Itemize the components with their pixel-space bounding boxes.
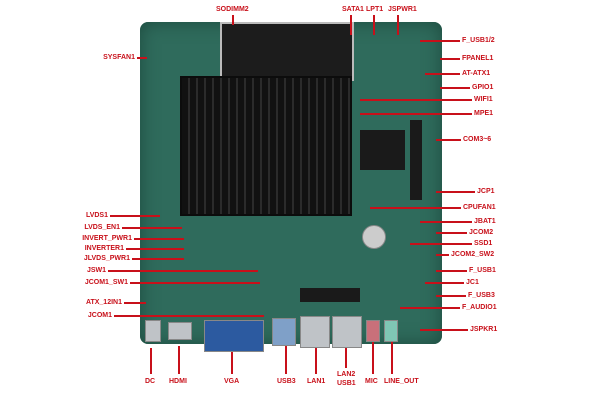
- leader-line: [350, 15, 352, 35]
- leader-line: [360, 99, 472, 101]
- leader-line: [397, 15, 399, 35]
- label-f-usb1-2: F_USB1/2: [462, 37, 495, 44]
- label-sysfan1: SYSFAN1: [103, 54, 135, 61]
- label-ssd1: SSD1: [474, 240, 493, 247]
- label-f-usb1: F_USB1: [469, 267, 496, 274]
- leader-line: [108, 270, 258, 272]
- leader-line: [345, 348, 347, 368]
- heatsink: [180, 76, 352, 216]
- ic-chips: [300, 288, 360, 302]
- label-mpe1: MPE1: [474, 110, 494, 117]
- leader-line: [436, 232, 467, 234]
- mic-jack: [366, 320, 380, 342]
- lan1-port: [300, 316, 330, 348]
- leader-line: [370, 207, 461, 209]
- line-out-jack: [384, 320, 398, 342]
- label-fpanel1: FPANEL1: [462, 55, 494, 62]
- label-lpt1: LPT1: [366, 6, 384, 13]
- label-jlvds-pwr1: JLVDS_PWR1: [83, 255, 130, 262]
- label-lan1: LAN1: [307, 378, 326, 385]
- leader-line: [232, 15, 234, 25]
- leader-line: [122, 227, 182, 229]
- label-lan2: LAN2: [337, 371, 356, 378]
- label-vga: VGA: [224, 378, 240, 385]
- leader-line: [130, 282, 260, 284]
- label-jcom2-sw2: JCOM2_SW2: [451, 251, 495, 258]
- leader-line: [114, 315, 264, 317]
- label-com3-6: COM3~6: [463, 136, 492, 143]
- label-jsw1: JSW1: [86, 267, 106, 274]
- cmos-battery: [362, 225, 386, 249]
- leader-line: [400, 307, 460, 309]
- leader-line: [126, 248, 184, 250]
- leader-line: [410, 243, 472, 245]
- label-jcom2: JCOM2: [469, 229, 494, 236]
- leader-line: [231, 352, 233, 374]
- label-jspwr1: JSPWR1: [388, 6, 417, 13]
- label-jspkr1: JSPKR1: [470, 326, 498, 333]
- usb3-port: [272, 318, 296, 346]
- label-f-audio1: F_AUDIO1: [462, 304, 497, 311]
- label-sodimm2: SODIMM2: [216, 6, 249, 13]
- label-cpufan1: CPUFAN1: [463, 204, 496, 211]
- label-usb3: USB3: [277, 378, 296, 385]
- label-dc: DC: [145, 378, 156, 385]
- leader-line: [436, 295, 466, 297]
- lan2-usb1-port: [332, 316, 362, 348]
- dc-port: [145, 320, 161, 342]
- leader-line: [315, 348, 317, 374]
- label-wifi1: WIFI1: [474, 96, 493, 103]
- leader-line: [420, 40, 460, 42]
- label-at-atx1: AT-ATX1: [462, 70, 491, 77]
- leader-line: [420, 329, 468, 331]
- label-jcom1-sw1: JCOM1_SW1: [84, 279, 128, 286]
- leader-line: [285, 346, 287, 374]
- label-jcp1: JCP1: [477, 188, 495, 195]
- label-mic: MIC: [365, 378, 378, 385]
- label-sata1: SATA1: [342, 6, 364, 13]
- label-jc1: JC1: [466, 279, 479, 286]
- leader-line: [360, 113, 472, 115]
- label-inverter1: INVERTER1: [84, 245, 124, 252]
- label-jcom1: JCOM1: [87, 312, 112, 319]
- leader-line: [436, 139, 461, 141]
- label-hdmi: HDMI: [169, 378, 187, 385]
- label-lvds1: LVDS1: [85, 212, 108, 219]
- leader-line: [391, 342, 393, 374]
- label-gpio1: GPIO1: [472, 84, 494, 91]
- leader-line: [436, 254, 449, 256]
- sodimm-slot: [220, 22, 354, 81]
- leader-line: [436, 191, 475, 193]
- hdmi-port: [168, 322, 192, 340]
- leader-line: [425, 73, 460, 75]
- leader-line: [178, 346, 180, 374]
- label-invert-pwr1: INVERT_PWR1: [82, 235, 132, 242]
- vga-port: [204, 320, 264, 352]
- label-lvds-en1: LVDS_EN1: [84, 224, 120, 231]
- label-line-out: LINE_OUT: [384, 378, 419, 385]
- leader-line: [137, 57, 147, 59]
- leader-line: [110, 215, 160, 217]
- label-atx-12in1: ATX_12IN1: [85, 299, 122, 306]
- leader-line: [425, 282, 464, 284]
- label-usb1: USB1: [337, 380, 356, 387]
- label-jbat1: JBAT1: [474, 218, 496, 225]
- label-f-usb3: F_USB3: [468, 292, 495, 299]
- leader-line: [134, 238, 184, 240]
- chipset: [360, 130, 405, 170]
- leader-line: [132, 258, 184, 260]
- com-header: [410, 120, 422, 200]
- leader-line: [440, 58, 460, 60]
- leader-line: [373, 15, 375, 35]
- leader-line: [124, 302, 146, 304]
- leader-line: [440, 87, 470, 89]
- leader-line: [372, 342, 374, 374]
- leader-line: [150, 348, 152, 374]
- leader-line: [436, 270, 467, 272]
- leader-line: [420, 221, 472, 223]
